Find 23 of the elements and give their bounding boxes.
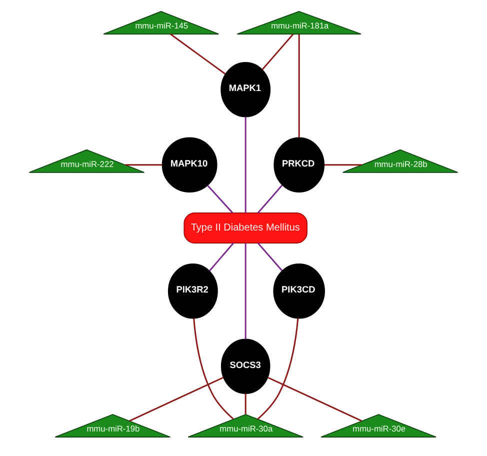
node-circle: PIK3CD (273, 264, 325, 319)
connector (244, 116, 246, 213)
connector (268, 376, 362, 422)
connector (262, 34, 294, 70)
connector (244, 243, 246, 339)
node-circle: MAPK10 (162, 137, 218, 192)
connector (170, 34, 226, 75)
connector (257, 242, 283, 272)
connector (244, 394, 246, 414)
connector (257, 184, 283, 214)
node-ellipse: SOCS3 (220, 338, 270, 394)
node-circle: PRKCD (274, 137, 325, 192)
connector (207, 184, 233, 214)
node-circle: PIK3R2 (168, 264, 218, 319)
connector (324, 164, 362, 166)
connector (193, 318, 234, 420)
node-circle: MAPK1 (220, 62, 271, 118)
connector (129, 376, 224, 422)
connector (257, 318, 299, 420)
connector (125, 164, 162, 166)
node-box: Type II Diabetes Mellitus (184, 212, 308, 244)
connector (208, 242, 234, 272)
connector (298, 34, 300, 138)
